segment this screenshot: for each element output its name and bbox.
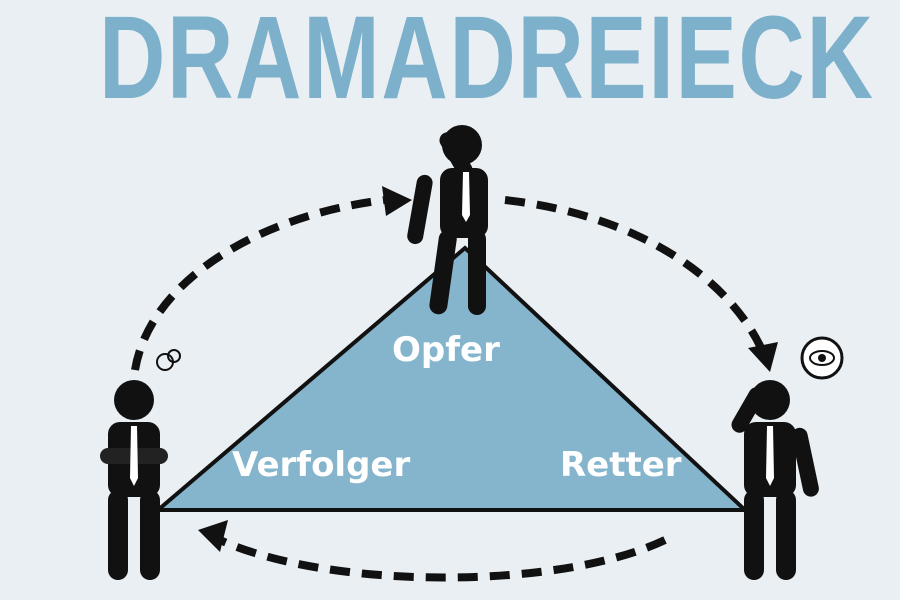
persecutor-figure [100, 380, 168, 580]
triangle [152, 245, 751, 512]
rescuer-figure [731, 380, 819, 580]
role-label-opfer: Opfer [392, 330, 500, 370]
arrowhead [748, 342, 778, 372]
arrow-verfolger-to-opfer [131, 196, 386, 371]
eye-speech-bubble-icon [800, 336, 844, 380]
role-label-retter: Retter [560, 445, 682, 485]
victim-figure [407, 125, 488, 315]
arrowhead [382, 186, 412, 216]
arrow-retter-to-verfolger [218, 536, 667, 582]
arrow-opfer-to-retter [504, 196, 766, 352]
arrowhead [198, 520, 228, 552]
page-title: DRAMADREIECK [99, 0, 875, 124]
angry-cloud-icon [156, 349, 181, 371]
role-label-verfolger: Verfolger [232, 445, 411, 485]
